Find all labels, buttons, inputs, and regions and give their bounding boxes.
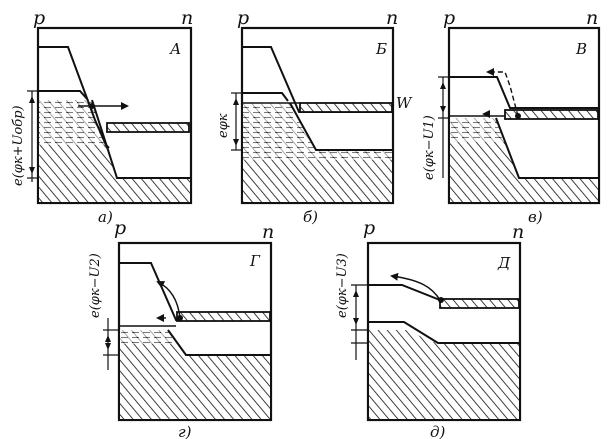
filled-states [39, 100, 106, 145]
n-side-band [176, 311, 271, 322]
panel-frame [447, 26, 601, 205]
panel-caption: в) [528, 208, 543, 226]
n-side-band [439, 298, 520, 309]
p-label: p [443, 7, 455, 29]
panel-letter: А [169, 40, 181, 58]
level-label: W [396, 94, 413, 112]
panel-a: p n А e(φк+Uобр) а) [11, 7, 193, 226]
panel-caption: д) [430, 423, 446, 439]
panel-caption: б) [303, 208, 318, 226]
n-label: n [181, 7, 193, 29]
valence-band [120, 330, 270, 419]
panel-frame [240, 26, 395, 205]
p-label: p [363, 217, 375, 239]
valence-band-edge [91, 99, 190, 179]
band-edge-upper [39, 90, 89, 101]
n-side-band [106, 122, 190, 133]
panel-b: p n Б W eφк б) [216, 7, 413, 226]
panel-letter: Г [249, 252, 261, 270]
valence-band-edge [495, 117, 598, 179]
panel-caption: г) [178, 423, 192, 439]
axis-label: e(φк−U3) [335, 253, 350, 318]
electron-dot [438, 297, 444, 303]
axis-label: e(φк+Uобр) [11, 105, 26, 186]
electron-dot [515, 113, 521, 119]
curved-arrow [156, 281, 181, 319]
valence-band-edge [369, 321, 519, 344]
electron-dot [177, 315, 183, 321]
conduction-band-edge [369, 284, 519, 301]
conduction-band-edge [450, 76, 598, 109]
axis-label: eφк [216, 113, 231, 138]
panel-letter: Б [375, 40, 387, 58]
p-label: p [114, 217, 126, 239]
axis-label: e(φк−U2) [88, 253, 103, 318]
n-label: n [512, 221, 524, 243]
n-side-band [504, 109, 599, 120]
valence-band [369, 330, 519, 419]
valence-band-edge [289, 102, 392, 151]
p-label: p [33, 7, 45, 29]
curved-arrow [390, 272, 441, 301]
panel-letter: Д [497, 254, 511, 272]
filled-states [120, 330, 178, 344]
axis-label: e(φк−U1) [422, 115, 437, 180]
panel-letter: В [575, 40, 587, 58]
n-side-band [299, 102, 393, 113]
panel-frame [36, 26, 193, 205]
panel-v: p n В e(φк−U1) в) [422, 7, 601, 226]
valence-band-edge [167, 329, 270, 356]
panel-d: p n Д e(φк−U3) д) [335, 217, 524, 439]
filled-states [450, 118, 505, 142]
filled-states [243, 103, 392, 160]
n-label: n [586, 7, 598, 29]
n-label: n [386, 7, 398, 29]
p-label: p [237, 7, 249, 29]
band-edge-upper [243, 92, 289, 102]
panel-frame [117, 241, 273, 422]
n-label: n [262, 221, 274, 243]
panel-g: p n Г e(φк−U2) г) [88, 217, 274, 439]
panel-frame [366, 241, 522, 422]
electron-dot [89, 103, 95, 109]
panel-caption: а) [98, 208, 113, 226]
